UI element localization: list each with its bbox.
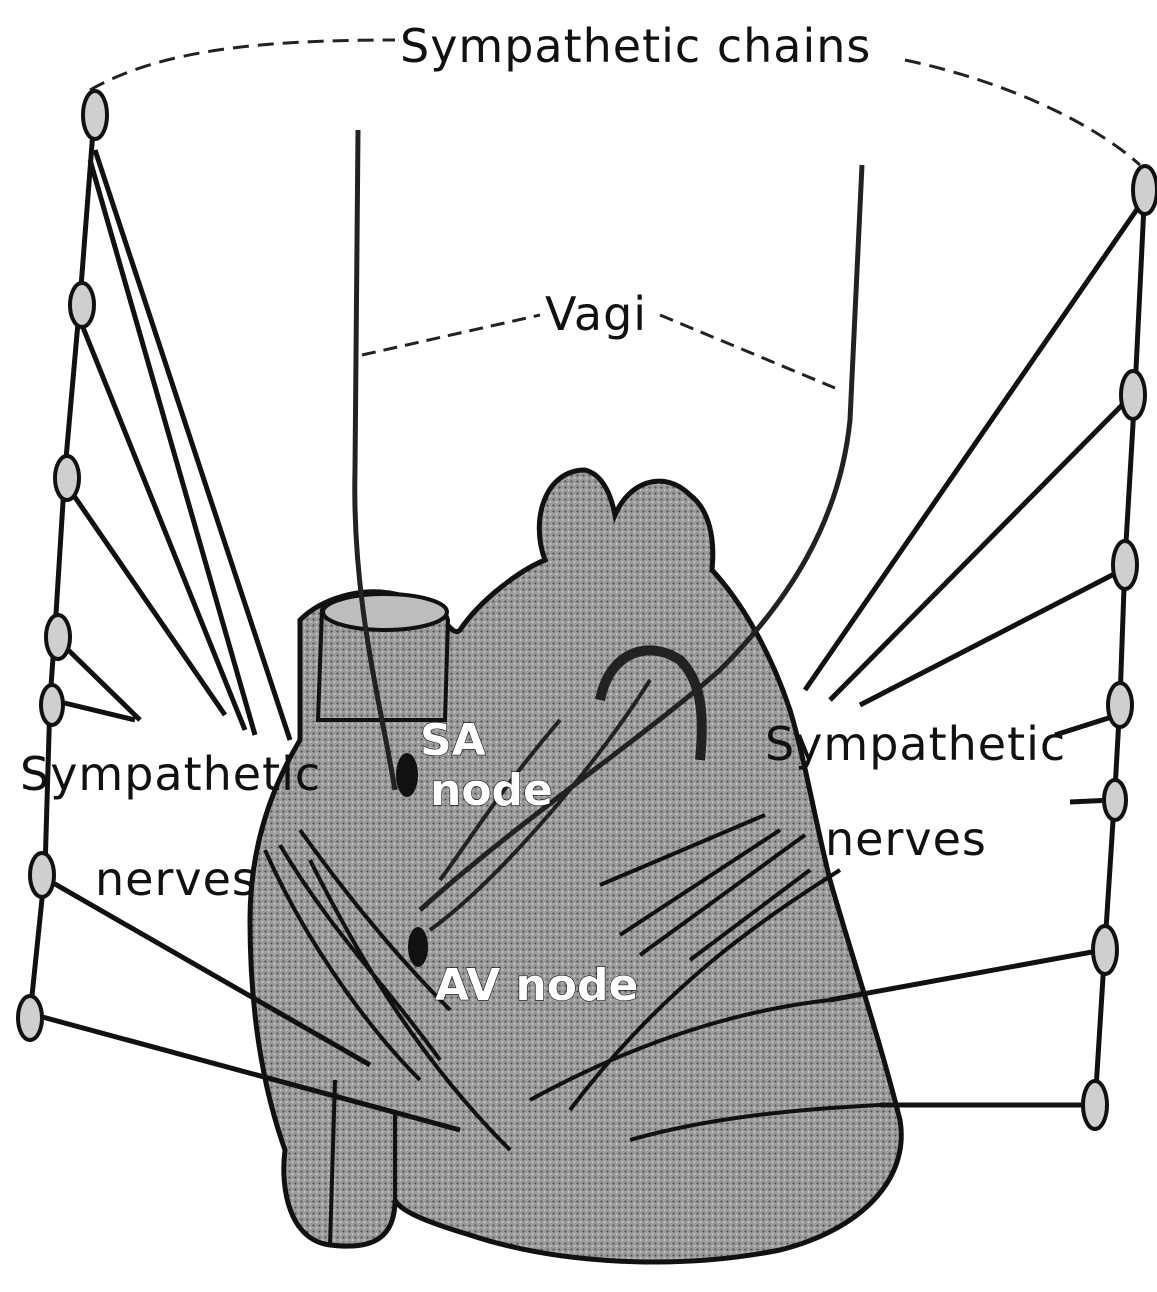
ganglion — [30, 853, 54, 897]
sa-node — [396, 753, 418, 797]
right-sympathetic-fiber — [830, 950, 1103, 1000]
left-sympathetic-fiber — [90, 160, 255, 735]
ganglion — [46, 615, 70, 659]
right-sympathetic-label-line1: Sympathetic — [765, 717, 1066, 771]
right-sympathetic-fiber — [830, 395, 1132, 700]
vagi-label: Vagi — [545, 287, 647, 341]
left-sympathetic-label-line1: Sympathetic — [20, 747, 321, 801]
heart — [250, 470, 901, 1262]
ganglion — [83, 91, 107, 139]
ganglion — [1121, 371, 1145, 419]
ganglion — [55, 456, 79, 500]
ganglion — [41, 685, 63, 725]
vena-cava-opening — [323, 594, 447, 630]
ganglion — [1083, 1081, 1107, 1129]
sa-node-label-line1: SA — [420, 715, 486, 766]
ganglion — [70, 283, 94, 327]
left-ganglia — [18, 91, 107, 1040]
left-sympathetic-fiber — [95, 150, 290, 740]
sa-node-label-line2: node — [430, 765, 553, 816]
av-node-label: AV node — [435, 960, 638, 1011]
left-sympathetic-label-line2: nerves — [95, 852, 257, 906]
ganglion — [1093, 926, 1117, 974]
ganglion — [1104, 780, 1126, 820]
left-sympathetic-fiber — [58, 640, 140, 720]
ganglion — [18, 996, 42, 1040]
sympathetic-chains-label: Sympathetic chains — [400, 19, 871, 73]
right-sympathetic-label-line2: nerves — [825, 812, 987, 866]
heart-outline — [250, 470, 901, 1262]
ganglion — [1113, 541, 1137, 589]
av-node — [408, 927, 428, 967]
right-sympathetic-fiber — [860, 570, 1122, 705]
ganglion — [1108, 683, 1132, 727]
left-sympathetic-fiber — [70, 490, 225, 715]
ganglion — [1133, 166, 1157, 214]
